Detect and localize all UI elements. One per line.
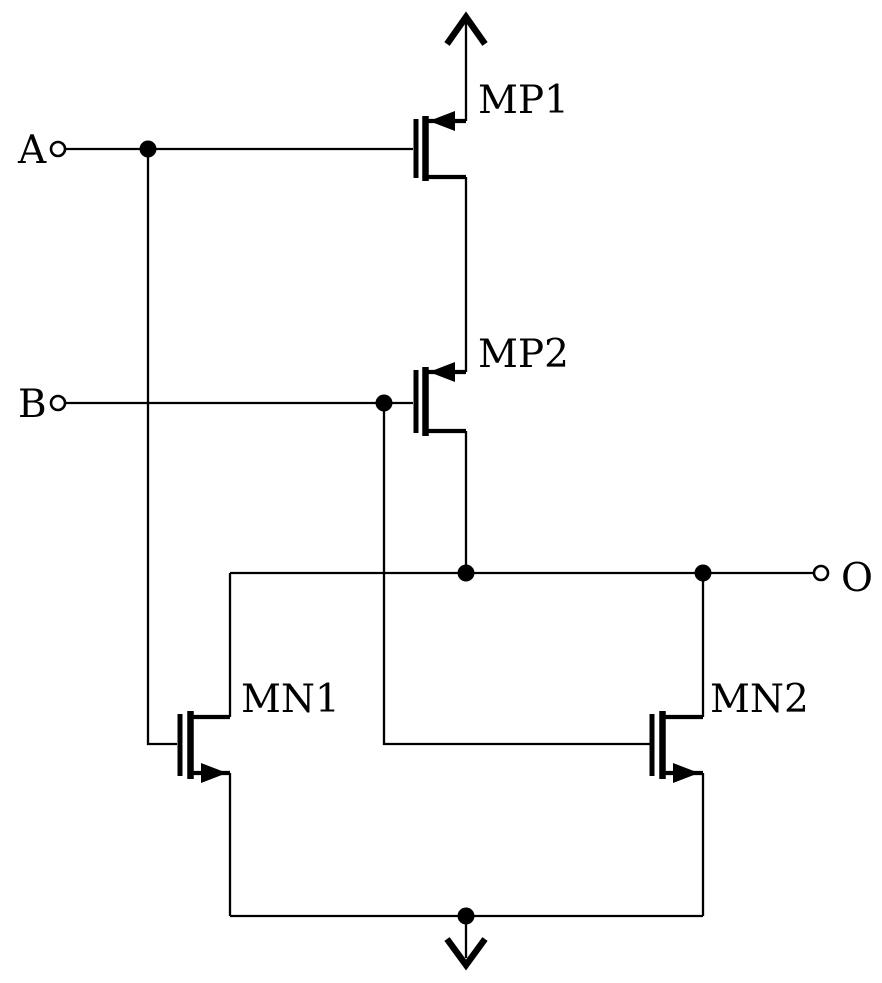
label-output-o: O — [841, 556, 873, 601]
mp1-transistor — [413, 111, 466, 181]
vdd-arrow-icon — [444, 11, 488, 46]
mn1-nmos-arrow-icon — [201, 763, 227, 783]
label-mp2: MP2 — [478, 332, 569, 377]
label-mn1: MN1 — [241, 677, 340, 722]
mp2-pmos-arrow-icon — [429, 362, 455, 382]
junction-dot-a — [139, 140, 157, 158]
input-a — [49, 140, 413, 746]
terminal-b-circle — [49, 394, 67, 412]
mn2-transistor — [649, 711, 703, 783]
mn2-nmos-arrow-icon — [673, 763, 699, 783]
wire-b-to-mn2-gate — [382, 403, 650, 746]
label-input-b: B — [18, 382, 47, 427]
mp2-transistor — [413, 362, 466, 436]
junction-dot-b — [375, 394, 393, 412]
output-node — [228, 564, 830, 717]
input-b — [49, 394, 650, 746]
junction-dot-output-mp2 — [457, 564, 475, 582]
wire-a-to-mn1-gate — [146, 149, 177, 746]
label-input-a: A — [17, 128, 47, 173]
label-mn2: MN2 — [710, 677, 809, 722]
vdd-supply — [444, 11, 488, 121]
gnd-arrow-icon — [444, 937, 488, 971]
junction-dot-output-mn2 — [694, 564, 712, 582]
terminal-o-circle — [812, 564, 830, 582]
mn1-transistor — [177, 711, 230, 783]
ground-rail — [228, 773, 705, 971]
terminal-a-circle — [49, 140, 67, 158]
mp1-pmos-arrow-icon — [429, 111, 455, 131]
label-mp1: MP1 — [478, 78, 569, 123]
